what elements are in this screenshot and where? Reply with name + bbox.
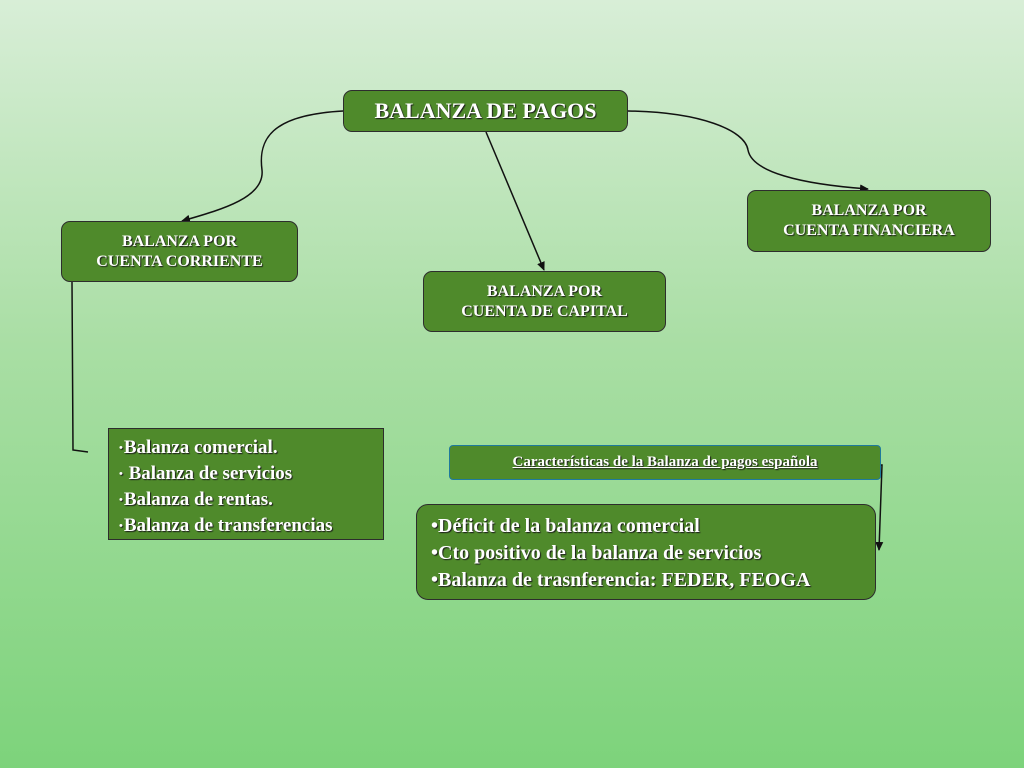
corriente-line2: CUENTA CORRIENTE <box>96 252 263 270</box>
financiera-line2: CUENTA FINANCIERA <box>783 222 955 239</box>
cuenta-capital-node: BALANZA POR CUENTA DE CAPITAL <box>423 271 666 332</box>
capital-line1: BALANZA POR <box>486 282 603 300</box>
balanza-de-pagos-node: BALANZA DE PAGOS <box>343 90 628 132</box>
list-item: •Balanza de trasnferencia: FEDER, FEOGA <box>431 569 811 591</box>
arrow-to-capital <box>485 131 545 271</box>
main-title: BALANZA DE PAGOS <box>374 98 597 123</box>
line-to-corriente-list <box>71 281 89 453</box>
list-item: •Balanza de rentas. <box>119 489 273 510</box>
cuenta-corriente-components: •Balanza comercial. • Balanza de servici… <box>108 428 384 540</box>
balanza-espanola-characteristics: •Déficit de la balanza comercial •Cto po… <box>416 504 876 600</box>
list-item: •Cto positivo de la balanza de servicios <box>431 542 762 564</box>
list-item: • Balanza de servicios <box>119 463 293 484</box>
financiera-line1: BALANZA POR <box>811 202 927 219</box>
corriente-line1: BALANZA POR <box>121 232 238 250</box>
capital-line2: CUENTA DE CAPITAL <box>461 302 628 320</box>
caracteristicas-label: Características de la Balanza de pagos e… <box>512 454 818 470</box>
arrow-to-corriente <box>181 110 344 223</box>
list-item: •Déficit de la balanza comercial <box>431 515 700 537</box>
list-item: •Balanza de transferencias <box>119 515 333 536</box>
cuenta-financiera-node: BALANZA POR CUENTA FINANCIERA <box>747 190 991 252</box>
arrow-to-financiera <box>627 110 869 193</box>
list-item: •Balanza comercial. <box>119 437 278 458</box>
caracteristicas-link[interactable]: Características de la Balanza de pagos e… <box>449 445 881 480</box>
cuenta-corriente-node: BALANZA POR CUENTA CORRIENTE <box>61 221 298 282</box>
